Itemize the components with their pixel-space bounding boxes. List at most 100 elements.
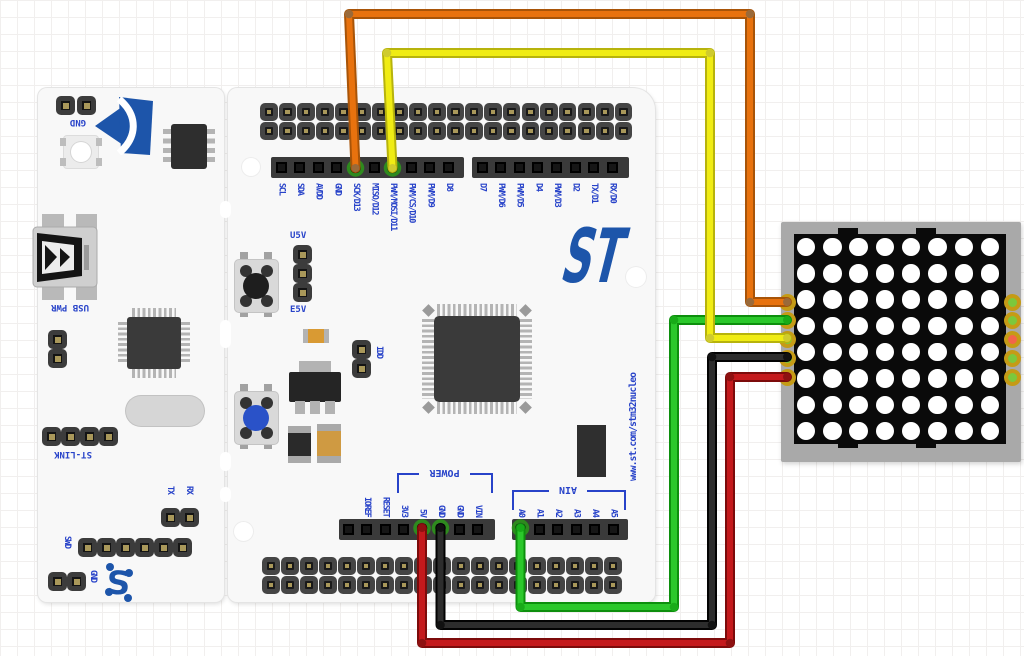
swd-pin[interactable] <box>97 538 116 557</box>
morpho-header-pin[interactable] <box>262 557 280 575</box>
power-header-hole[interactable] <box>379 524 391 535</box>
green-wire-end[interactable] <box>783 316 791 324</box>
morpho-header-pin[interactable] <box>596 122 614 140</box>
morpho-header-pin[interactable] <box>484 103 502 121</box>
red-wire-bend[interactable] <box>417 638 427 648</box>
morpho-header-pin[interactable] <box>446 103 465 121</box>
morpho-header-pin[interactable] <box>585 576 603 594</box>
morpho-header-pin[interactable] <box>502 122 521 140</box>
morpho-header-pin[interactable] <box>278 122 297 140</box>
power-header-hole[interactable] <box>453 524 465 535</box>
analog-header[interactable] <box>512 519 628 540</box>
morpho-header-pin[interactable] <box>540 103 558 121</box>
tx-pin[interactable] <box>161 508 180 527</box>
morpho-header-pin[interactable] <box>558 122 577 140</box>
black-wire[interactable] <box>437 354 790 628</box>
digital-header-left-hole[interactable] <box>442 162 454 173</box>
digital-header-left-hole[interactable] <box>405 162 417 173</box>
stlink-header-pin[interactable] <box>61 427 80 446</box>
black-wire-bend[interactable] <box>436 620 445 630</box>
digital-header-right-hole[interactable] <box>532 162 544 173</box>
red-wire-bend[interactable] <box>725 372 735 382</box>
jumper-pin[interactable] <box>48 330 67 349</box>
digital-header-left-hole[interactable] <box>368 162 380 173</box>
morpho-header-pin[interactable] <box>502 103 521 121</box>
u5v-jumper-pin[interactable] <box>293 283 312 302</box>
morpho-header-pin[interactable] <box>316 103 334 121</box>
matrix-right-pin-1[interactable] <box>1003 293 1021 311</box>
morpho-header-pin[interactable] <box>300 557 318 575</box>
morpho-header-pin[interactable] <box>376 557 394 575</box>
power-header-hole[interactable] <box>472 524 483 535</box>
matrix-right-pin-3[interactable] <box>1003 331 1021 349</box>
black-wire-bend[interactable] <box>707 620 717 630</box>
morpho-header-pin[interactable] <box>471 557 489 575</box>
morpho-header-pin[interactable] <box>452 557 470 575</box>
morpho-header-pin[interactable] <box>297 122 315 140</box>
green-wire[interactable] <box>517 317 790 610</box>
morpho-header-pin[interactable] <box>521 103 540 121</box>
morpho-header-pin[interactable] <box>297 103 315 121</box>
morpho-header-pin[interactable] <box>446 122 465 140</box>
morpho-header-pin[interactable] <box>338 557 356 575</box>
power-header-hole[interactable] <box>342 524 354 535</box>
orange-wire-bend[interactable] <box>745 9 755 19</box>
morpho-header-pin[interactable] <box>338 576 356 594</box>
green-wire-end[interactable] <box>516 524 525 532</box>
yellow-wire-bend[interactable] <box>705 48 715 58</box>
analog-header-hole[interactable] <box>570 524 582 535</box>
morpho-header-pin[interactable] <box>521 122 540 140</box>
yellow-wire-bend[interactable] <box>705 333 715 343</box>
orange-wire-bend[interactable] <box>344 9 354 19</box>
green-wire-bend[interactable] <box>669 602 679 612</box>
morpho-header-pin[interactable] <box>395 576 413 594</box>
morpho-header-pin[interactable] <box>409 103 427 121</box>
morpho-header-pin[interactable] <box>465 122 483 140</box>
analog-header-hole[interactable] <box>607 524 619 535</box>
idd-jumper-pin[interactable] <box>352 359 371 378</box>
morpho-header-pin[interactable] <box>490 576 508 594</box>
morpho-header-pin[interactable] <box>278 103 297 121</box>
morpho-header-pin[interactable] <box>490 557 508 575</box>
red-wire-bend[interactable] <box>725 638 735 648</box>
yellow-wire-end[interactable] <box>783 334 791 342</box>
yellow-wire[interactable] <box>382 48 792 343</box>
digital-header-right-hole[interactable] <box>495 162 507 173</box>
orange-wire-bend[interactable] <box>745 297 755 307</box>
morpho-header-pin[interactable] <box>566 557 584 575</box>
stlink-header-pin[interactable] <box>42 427 61 446</box>
morpho-header-pin[interactable] <box>390 103 409 121</box>
black-wire[interactable] <box>435 352 792 630</box>
stlink-header-pin[interactable] <box>99 427 118 446</box>
matrix-right-pin-5[interactable] <box>1003 368 1021 386</box>
analog-header-hole[interactable] <box>589 524 600 535</box>
morpho-header-pin[interactable] <box>604 576 622 594</box>
reset-button[interactable] <box>232 384 282 449</box>
analog-header-hole[interactable] <box>552 524 563 535</box>
u5v-jumper-pin[interactable] <box>293 264 312 283</box>
digital-header-left-hole[interactable] <box>275 162 287 173</box>
user-button[interactable] <box>232 252 282 317</box>
morpho-header-pin[interactable] <box>604 557 622 575</box>
matrix-right-pin-2[interactable] <box>1003 312 1021 330</box>
morpho-header-pin[interactable] <box>281 557 299 575</box>
morpho-header-pin[interactable] <box>428 122 446 140</box>
morpho-header-pin[interactable] <box>372 122 390 140</box>
gnd-header-pin[interactable] <box>56 96 75 115</box>
morpho-header-pin[interactable] <box>528 576 546 594</box>
morpho-header-pin[interactable] <box>484 122 502 140</box>
morpho-header-pin[interactable] <box>614 122 633 140</box>
idd-jumper-pin[interactable] <box>352 340 371 359</box>
morpho-header-pin[interactable] <box>395 557 413 575</box>
morpho-header-pin[interactable] <box>262 576 280 594</box>
green-wire-bend[interactable] <box>669 315 679 325</box>
power-header-hole[interactable] <box>398 524 409 535</box>
digital-header-right-hole[interactable] <box>588 162 600 173</box>
digital-header-right-hole[interactable] <box>550 162 562 173</box>
morpho-header-pin[interactable] <box>409 122 427 140</box>
morpho-header-pin[interactable] <box>596 103 614 121</box>
morpho-header-pin[interactable] <box>316 122 334 140</box>
orange-wire-end[interactable] <box>783 298 791 306</box>
green-wire[interactable] <box>515 315 792 612</box>
morpho-header-pin[interactable] <box>540 122 558 140</box>
